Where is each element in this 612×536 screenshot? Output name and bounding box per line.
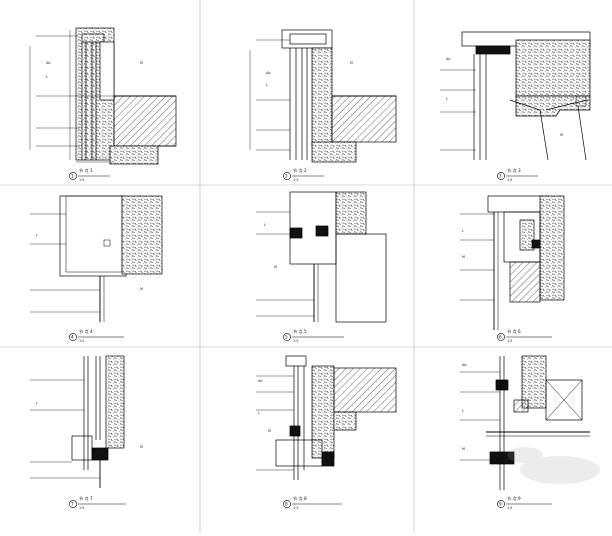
watermark — [507, 447, 600, 484]
detail-9-title: 节 点 9 — [507, 496, 521, 502]
detail-1-scale: 1:5 — [79, 178, 84, 182]
detail-3-number: 3 — [499, 174, 502, 179]
detail-1-title: 节 点 1 — [79, 168, 93, 174]
detail-6-number: 6 — [499, 335, 502, 340]
detail-2-title: 节 点 2 — [293, 168, 307, 174]
detail-1-tag-ab: Ab — [46, 61, 50, 65]
detail-7 — [30, 355, 126, 508]
detail-8-scale: 1:5 — [293, 506, 298, 510]
detail-6-tag-l: L — [462, 229, 464, 233]
detail-3-scale: 1:5 — [507, 178, 512, 182]
detail-6-title: 节 点 6 — [507, 329, 521, 335]
detail-6 — [460, 195, 565, 341]
detail-8 — [256, 355, 397, 508]
detail-2-scale: 1:5 — [293, 178, 298, 182]
detail-2-tag-l: L — [266, 83, 268, 87]
detail-9-scale: 1:5 — [507, 506, 512, 510]
detail-4-number: 4 — [71, 335, 74, 340]
detail-8-tag-ab: Ab — [258, 379, 262, 383]
detail-1 — [29, 27, 177, 180]
detail-9-number: 9 — [499, 502, 502, 507]
detail-7-scale: 1:5 — [79, 506, 84, 510]
detail-4-title: 节 点 4 — [79, 329, 93, 335]
detail-2-number: 2 — [285, 174, 288, 179]
detail-3-title: 节 点 3 — [507, 168, 521, 174]
detail-2 — [249, 29, 397, 180]
detail-4-scale: 1:5 — [79, 339, 84, 343]
detail-8-title: 节 点 8 — [293, 496, 307, 502]
detail-5-tag-m: M — [274, 265, 277, 269]
detail-7-tag-l: L — [36, 401, 38, 405]
detail-8-tag-m: M — [268, 429, 271, 433]
detail-2-tag-ab: Ab — [266, 71, 270, 75]
detail-3-tag-ab: Ab — [446, 57, 450, 61]
detail-7-number: 7 — [71, 502, 74, 507]
detail-8-number: 8 — [285, 502, 288, 507]
detail-4-tag-l: L — [36, 233, 38, 237]
detail-9-tag-ab: Ab — [462, 363, 466, 367]
detail-3-tag-l: L — [446, 97, 448, 101]
detail-labels: 节 点 1 1:5 节 点 2 1:5 节 点 3 1:5 节 点 4 1:5 … — [36, 57, 563, 510]
detail-7-title: 节 点 7 — [79, 496, 93, 502]
detail-9 — [460, 355, 590, 508]
detail-6-tag-m: M — [462, 255, 465, 259]
detail-5 — [256, 191, 387, 341]
detail-5-number: 5 — [285, 335, 288, 340]
detail-5-title: 节 点 5 — [293, 329, 307, 335]
detail-9-tag-m: M — [462, 447, 465, 451]
detail-1-number: 1 — [71, 174, 74, 179]
detail-9-tag-l: L — [462, 409, 464, 413]
detail-4-tag-m: M — [140, 287, 143, 291]
detail-6-scale: 1:5 — [507, 339, 512, 343]
detail-5-scale: 1:5 — [293, 339, 298, 343]
detail-1-tag-m: M — [140, 61, 143, 65]
detail-3 — [440, 31, 591, 180]
detail-7-tag-m: M — [140, 445, 143, 449]
detail-8-tag-l: L — [258, 411, 260, 415]
detail-4 — [30, 195, 163, 341]
detail-5-tag-l: L — [264, 223, 266, 227]
detail-3-tag-m: M — [560, 133, 563, 137]
detail-2-tag-m: M — [350, 61, 353, 65]
detail-1-tag-l: L — [46, 75, 48, 79]
